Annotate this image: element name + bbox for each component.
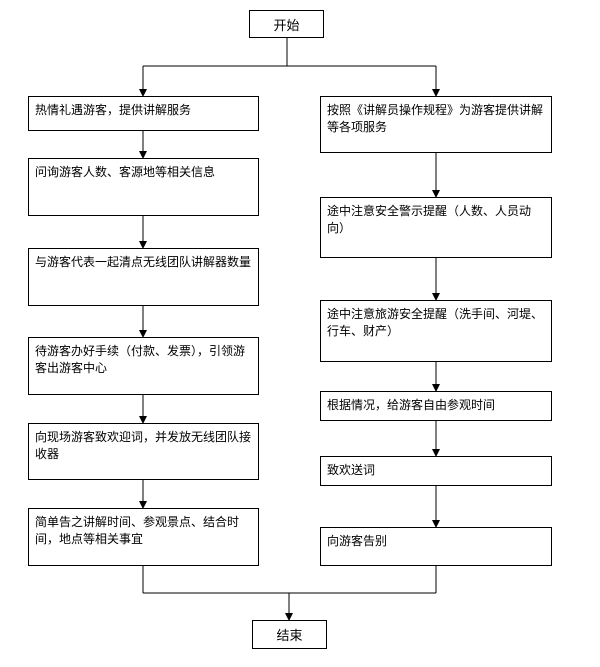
end-node: 结束 <box>252 620 327 649</box>
step-left-3: 与游客代表一起清点无线团队讲解器数量 <box>28 248 259 306</box>
step-right-2: 途中注意安全警示提醒（人数、人员动向） <box>320 197 552 258</box>
step-left-6: 简单告之讲解时间、参观景点、结合时间，地点等相关事宜 <box>28 508 259 566</box>
step-right-4: 根据情况，给游客自由参观时间 <box>320 391 552 421</box>
step-left-1: 热情礼遇游客，提供讲解服务 <box>28 96 259 131</box>
step-right-6: 向游客告别 <box>320 527 552 566</box>
step-left-5: 向现场游客致欢迎词，并发放无线团队接收器 <box>28 423 259 480</box>
step-right-1: 按照《讲解员操作规程》为游客提供讲解等各项服务 <box>320 96 552 153</box>
step-right-3: 途中注意旅游安全提醒（洗手间、河堤、行车、财产） <box>320 300 552 362</box>
start-node: 开始 <box>249 10 324 38</box>
step-left-4: 待游客办好手续（付款、发票），引领游客出游客中心 <box>28 337 259 395</box>
step-left-2: 问询游客人数、客源地等相关信息 <box>28 158 259 216</box>
step-right-5: 致欢送词 <box>320 456 552 486</box>
